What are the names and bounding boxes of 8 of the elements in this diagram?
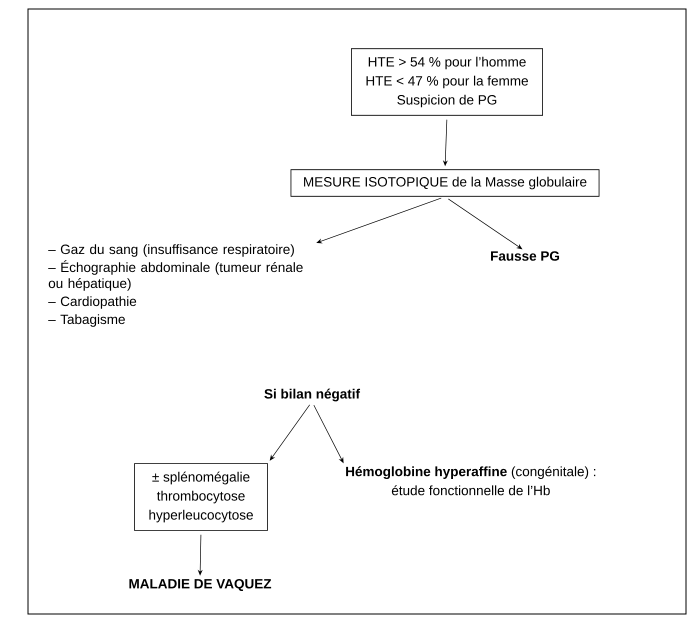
condition-box: HTE > 54 % pour l’homme HTE < 47 % pour la femme Suspicion de PG bbox=[351, 48, 543, 116]
symptom-box: ± splénomégalie thrombocytose hyperleucocytose bbox=[134, 463, 268, 531]
result-text: MALADIE DE VAQUEZ bbox=[129, 578, 272, 592]
bullet-list: – Gaz du sang (insuffisance respiratoire) – Échographie abdominale (tumeur rénale ou hépatique) – Cardiopathie – Tabagisme bbox=[48, 244, 303, 327]
result-text: Hémoglobine hyperaffine (congénitale) : étude fonctionnelle de l’Hb bbox=[346, 466, 596, 496]
result-text: Fausse PG bbox=[491, 251, 560, 261]
process-box: MESURE ISOTOPIQUE de la Masse globulaire bbox=[290, 169, 600, 197]
condition-text: Si bilan négatif bbox=[264, 388, 360, 402]
